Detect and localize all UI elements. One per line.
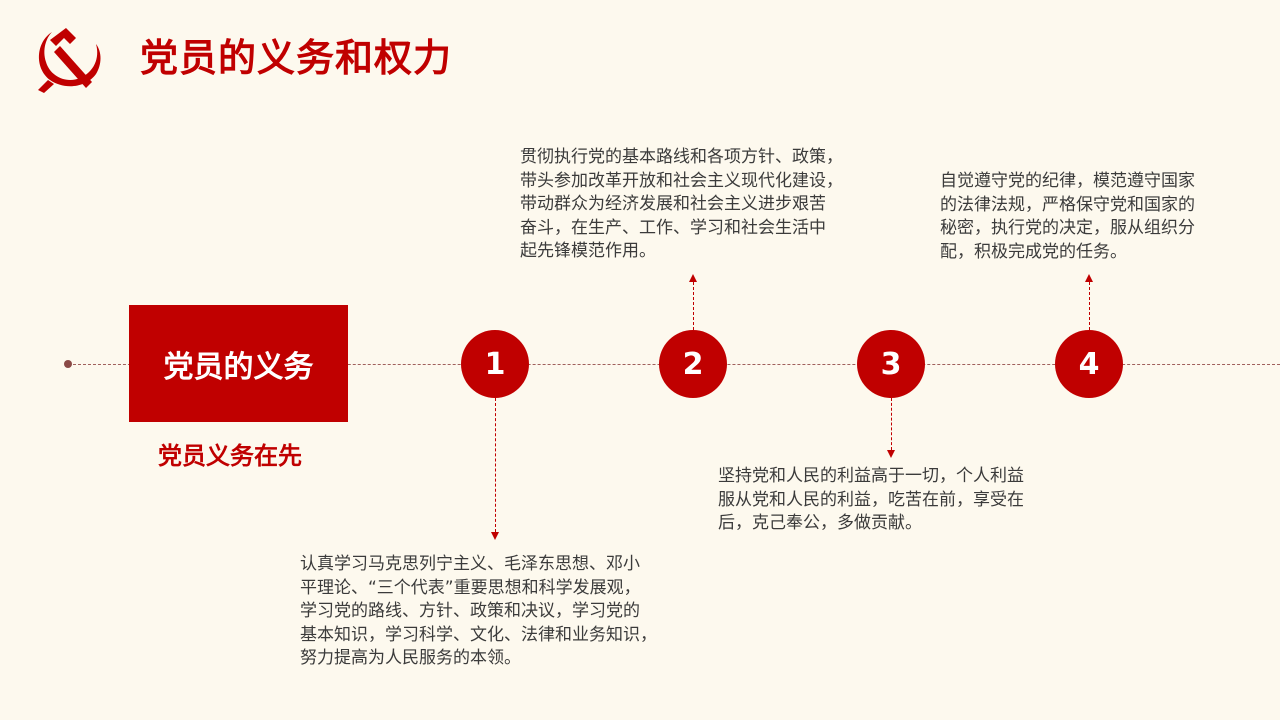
step-1-text: 认真学习马克思列宁主义、毛泽东思想、邓小 平理论、“三个代表”重要思想和科学发展… bbox=[300, 553, 657, 671]
step-3-text: 坚持党和人民的利益高于一切，个人利益 服从党和人民的利益，吃苦在前，享受在 后，… bbox=[718, 465, 1024, 536]
page-title: 党员的义务和权力 bbox=[140, 36, 453, 80]
text-line: 带头参加改革开放和社会主义现代化建设， bbox=[520, 170, 843, 191]
text-line: 平理论、“三个代表”重要思想和科学发展观， bbox=[300, 577, 641, 598]
step-3-circle: 3 bbox=[857, 330, 925, 398]
text-line: 贯彻执行党的基本路线和各项方针、政策， bbox=[520, 147, 843, 167]
text-line: 奋斗，在生产、工作、学习和社会生活中 bbox=[520, 217, 826, 238]
step-4-connector bbox=[1089, 282, 1091, 330]
text-line: 的法律法规，严格保守党和国家的 bbox=[940, 194, 1195, 215]
section-subtitle: 党员义务在先 bbox=[158, 442, 302, 470]
step-4-arrow-icon bbox=[1085, 274, 1093, 282]
step-4-text: 自觉遵守党的纪律，模范遵守国家 的法律法规，严格保守党和国家的 秘密，执行党的决… bbox=[940, 170, 1195, 264]
step-1-arrow-icon bbox=[491, 532, 499, 540]
hammer-sickle-icon bbox=[38, 28, 101, 93]
text-line: 配，积极完成党的任务。 bbox=[940, 241, 1127, 262]
step-4-circle: 4 bbox=[1055, 330, 1123, 398]
text-line: 服从党和人民的利益，吃苦在前，享受在 bbox=[718, 489, 1024, 510]
text-line: 基本知识，学习科学、文化、法律和业务知识， bbox=[300, 624, 657, 645]
step-2-text: 贯彻执行党的基本路线和各项方针、政策， 带头参加改革开放和社会主义现代化建设， … bbox=[520, 146, 843, 264]
step-1-circle: 1 bbox=[461, 330, 529, 398]
main-category-box: 党员的义务 bbox=[129, 305, 348, 422]
text-line: 认真学习马克思列宁主义、毛泽东思想、邓小 bbox=[300, 554, 640, 574]
step-3-connector bbox=[891, 398, 893, 450]
text-line: 努力提高为人民服务的本领。 bbox=[300, 648, 521, 668]
text-line: 坚持党和人民的利益高于一切，个人利益 bbox=[718, 466, 1024, 486]
text-line: 起先锋模范作用。 bbox=[520, 241, 656, 261]
step-2-circle: 2 bbox=[659, 330, 727, 398]
step-2-connector bbox=[693, 282, 695, 330]
text-line: 后，克己奉公，多做贡献。 bbox=[718, 513, 922, 533]
text-line: 学习党的路线、方针、政策和决议，学习党的 bbox=[300, 601, 640, 621]
step-3-arrow-icon bbox=[887, 450, 895, 458]
text-line: 秘密，执行党的决定，服从组织分 bbox=[940, 218, 1195, 238]
text-line: 自觉遵守党的纪律，模范遵守国家 bbox=[940, 171, 1195, 191]
text-line: 带动群众为经济发展和社会主义进步艰苦 bbox=[520, 194, 826, 214]
timeline-start-dot bbox=[64, 360, 72, 368]
step-2-arrow-icon bbox=[689, 274, 697, 282]
step-1-connector bbox=[495, 398, 497, 532]
